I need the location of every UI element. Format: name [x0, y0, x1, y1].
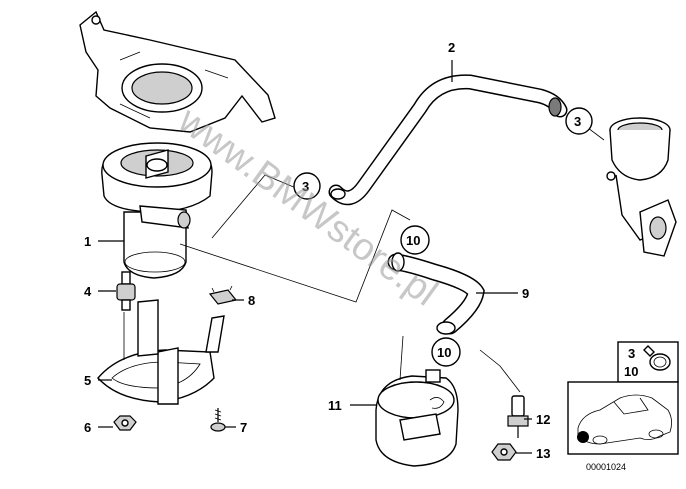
inset-hose-clamp: 3 10 — [617, 341, 679, 383]
air-filter — [375, 369, 459, 467]
diagram-code: 00001024 — [586, 462, 626, 472]
callout-11: 11 — [328, 398, 342, 413]
callout-1: 1 — [84, 234, 91, 249]
callout-3-circle-right — [565, 107, 593, 135]
callout-9: 9 — [522, 286, 529, 301]
callout-3-circle-left — [293, 172, 321, 200]
pressure-hose — [328, 74, 568, 206]
mounting-bracket — [79, 10, 276, 133]
screw — [210, 408, 226, 432]
callout-6: 6 — [84, 420, 91, 435]
clip-nut — [208, 285, 238, 305]
inset-label-10: 10 — [624, 364, 638, 379]
air-pump — [101, 142, 213, 279]
callout-10-lower: 10 — [437, 345, 451, 360]
callout-10-circle-upper — [400, 225, 430, 255]
callout-8: 8 — [248, 293, 255, 308]
inset-label-3: 3 — [628, 346, 635, 361]
connecting-hose — [387, 252, 485, 335]
hex-nut — [491, 443, 517, 461]
callout-5: 5 — [84, 373, 91, 388]
callout-7: 7 — [240, 420, 247, 435]
callout-12: 12 — [536, 412, 550, 427]
callout-3-left: 3 — [302, 179, 309, 194]
callout-10-circle-lower — [431, 337, 461, 367]
check-valve — [606, 117, 677, 257]
location-marker — [577, 431, 589, 443]
callout-lines — [98, 60, 532, 454]
nut — [113, 415, 137, 431]
inset-vehicle-location — [567, 381, 679, 455]
callout-10-upper: 10 — [406, 233, 420, 248]
callout-13: 13 — [536, 446, 550, 461]
callout-4: 4 — [84, 284, 92, 299]
holder-bracket — [97, 299, 225, 405]
rubber-mount — [116, 271, 136, 311]
callout-2: 2 — [448, 40, 455, 55]
callout-3-right: 3 — [574, 114, 581, 129]
connector-screw — [507, 395, 529, 438]
